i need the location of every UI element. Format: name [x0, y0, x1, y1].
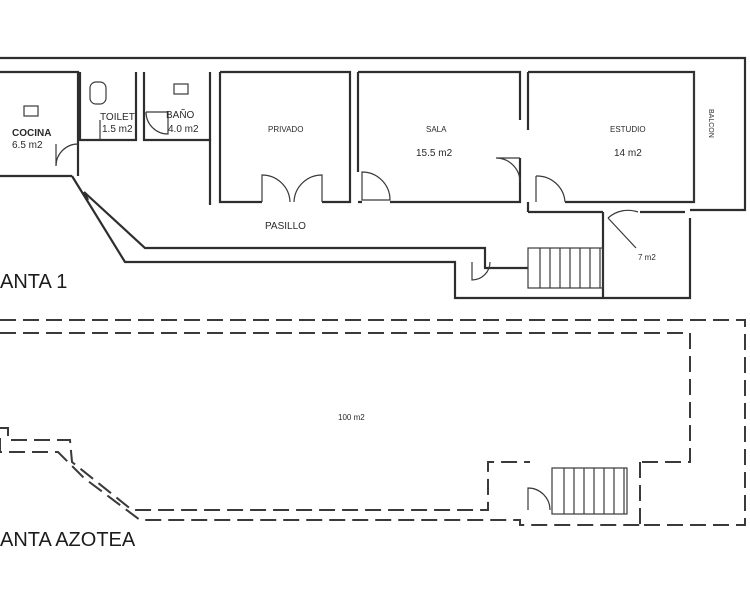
bano-sink-icon — [173, 83, 189, 95]
estudio-label: ESTUDIO — [610, 125, 646, 134]
planta1-doors — [55, 111, 639, 281]
estudio-area: 14 m2 — [614, 148, 642, 159]
azotea-title: ANTA AZOTEA — [0, 529, 136, 551]
cocina-label: COCINA — [12, 128, 51, 139]
kitchen-sink-icon — [23, 105, 39, 117]
toilet-area: 1.5 m2 — [102, 124, 133, 135]
azotea-stairs — [527, 467, 628, 515]
toilet-icon — [89, 81, 107, 105]
room-labels: COCINA 6.5 m2 TOILET 1.5 m2 BAÑO 4.0 m2 … — [12, 108, 714, 422]
bano-area: 4.0 m2 — [168, 124, 199, 135]
balcon-label: BALCON — [707, 109, 714, 138]
planta1-room-walls — [78, 70, 696, 298]
bano-label: BAÑO — [166, 108, 195, 121]
planta1-stairs — [527, 247, 604, 289]
pasillo-label: PASILLO — [265, 221, 306, 232]
privado-label: PRIVADO — [268, 125, 303, 134]
small-room-area: 7 m2 — [638, 253, 656, 262]
sala-label: SALA — [426, 125, 447, 134]
toilet-label: TOILET — [100, 112, 135, 123]
planta1-fixtures — [23, 81, 189, 117]
azotea-outline — [0, 319, 746, 526]
cocina-area: 6.5 m2 — [12, 140, 43, 151]
floor-titles: ANTA 1 ANTA AZOTEA — [0, 271, 136, 551]
azotea-area: 100 m2 — [338, 413, 365, 422]
sala-area: 15.5 m2 — [416, 148, 453, 159]
planta1-outer-walls — [0, 56, 747, 300]
planta1-title: ANTA 1 — [0, 271, 67, 293]
